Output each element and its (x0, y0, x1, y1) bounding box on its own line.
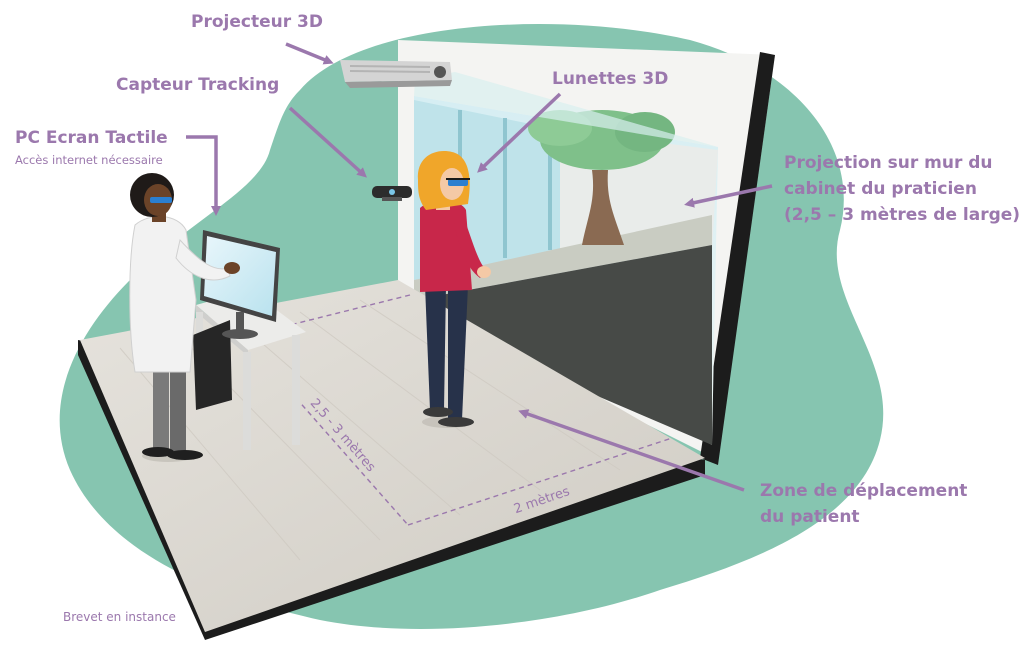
label-projector: Projecteur 3D (191, 12, 323, 32)
patent-note: Brevet en instance (63, 610, 176, 624)
arrow-projector (285, 42, 334, 65)
label-zone-line2: du patient (760, 507, 860, 527)
projected-tree-trunk (582, 170, 624, 245)
label-tracking: Capteur Tracking (116, 75, 280, 95)
label-zone: Zone de déplacement du patient (760, 478, 967, 530)
arrow-tracking (288, 106, 367, 178)
label-projection: Projection sur mur du cabinet du pratici… (784, 150, 1020, 228)
arrow-projection (684, 184, 773, 208)
projector-icon (340, 60, 452, 88)
label-projection-line1: Projection sur mur du (784, 153, 993, 173)
wall-edge (700, 52, 775, 465)
arrow-pc (186, 135, 221, 216)
projector-beam (414, 72, 718, 147)
arrow-zone (518, 409, 745, 492)
arrow-glasses (477, 92, 562, 173)
patient-figure (417, 151, 491, 428)
tracking-sensor-icon (372, 186, 412, 201)
label-projection-line2: cabinet du praticien (784, 179, 977, 199)
projected-terrace (414, 215, 712, 300)
practitioner-figure (129, 173, 240, 462)
projected-floor (414, 245, 712, 445)
leader-arrows (186, 42, 773, 492)
label-zone-line1: Zone de déplacement (760, 481, 968, 501)
label-pc-subtitle: Accès internet nécessaire (15, 153, 163, 167)
touch-screen-icon (200, 230, 280, 339)
label-projection-line3: (2,5 – 3 mètres de large) (784, 205, 1021, 225)
label-pc-title: PC Ecran Tactile (15, 128, 168, 148)
3d-glasses-icon (446, 178, 470, 186)
label-glasses: Lunettes 3D (552, 69, 669, 89)
